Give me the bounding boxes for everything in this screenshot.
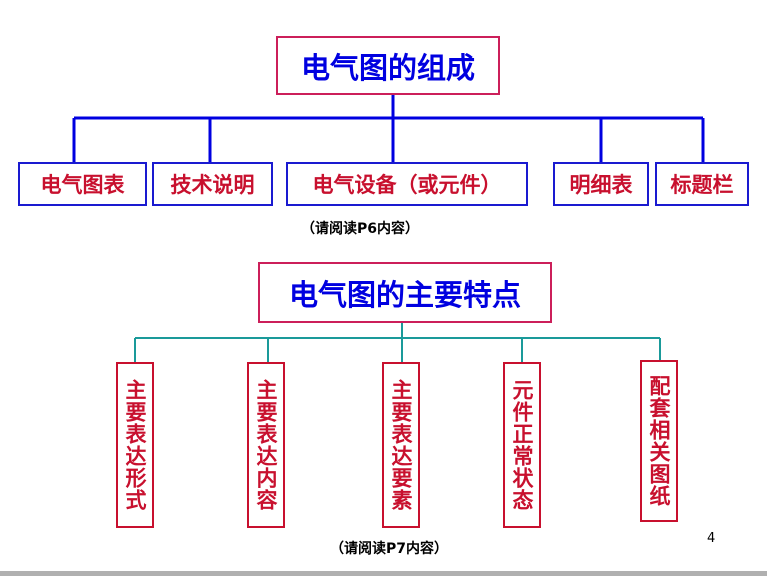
feature-normal-state: 元件正常状态 [503,362,541,528]
feature-expression-form: 主要表达形式 [116,362,154,528]
item-detail-list: 明细表 [553,162,649,206]
item-electrical-equipment: 电气设备（或元件） [286,162,528,206]
feature-expression-content: 主要表达内容 [247,362,285,528]
page-number: 4 [707,531,716,546]
reading-note-2: （请阅读P7内容） [330,541,449,557]
feature-supporting-drawings: 配套相关图纸 [640,360,678,522]
item-electrical-chart: 电气图表 [18,162,147,206]
item-title-block: 标题栏 [655,162,749,206]
title-main-features: 电气图的主要特点 [258,262,552,323]
tree-connectors-2 [134,323,661,362]
title-composition: 电气图的组成 [276,36,500,95]
feature-expression-elements: 主要表达要素 [382,362,420,528]
item-technical-description: 技术说明 [152,162,273,206]
reading-note-1: （请阅读P6内容） [301,221,420,237]
tree-connectors-1 [72,95,705,162]
bottom-border [0,571,767,576]
